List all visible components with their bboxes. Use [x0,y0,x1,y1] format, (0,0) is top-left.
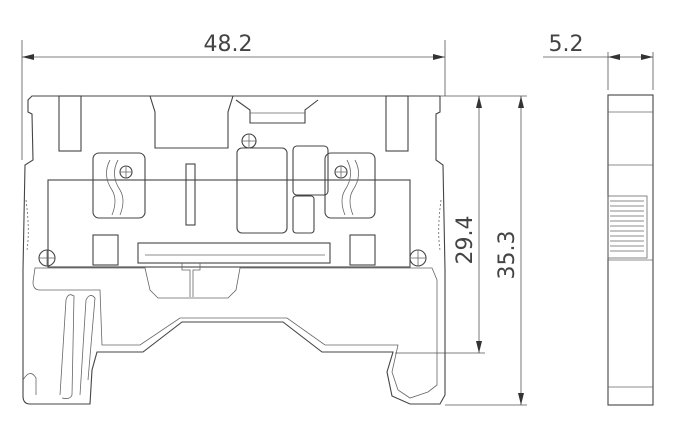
front-view [22,95,446,405]
dim-label-height-inner: 29.4 [453,216,478,265]
center-slot [185,163,196,226]
right-top-slot [385,95,409,152]
body-outline [22,95,446,405]
grip-ribs [25,199,442,251]
screw-circles [38,133,427,267]
left-top-slot [58,95,82,152]
center-right-pocket-bottom [292,195,315,234]
top-connector [235,99,319,124]
base-inner-outline [32,267,438,399]
inner-chamber [47,179,411,268]
left-leg-slot [59,294,96,399]
side-ribs [607,195,648,259]
right-lower-block [349,234,376,266]
dim-label-height-total: 35.3 [495,231,520,280]
right-spring [341,159,359,216]
left-lower-block [92,234,119,266]
center-left-pocket [236,147,288,234]
center-top-block [149,95,234,149]
t-slot [181,263,201,297]
left-hook [22,373,37,395]
left-spring [106,159,124,216]
left-clamp [92,152,146,219]
dim-label-width-side: 5.2 [549,32,584,57]
center-right-pocket-top [292,145,329,196]
dimension-lines [21,40,654,406]
side-view [607,94,654,406]
right-clamp [324,152,376,219]
side-outline [607,94,654,406]
bridge-bar [137,242,331,264]
dim-label-width-front: 48.2 [204,32,253,57]
